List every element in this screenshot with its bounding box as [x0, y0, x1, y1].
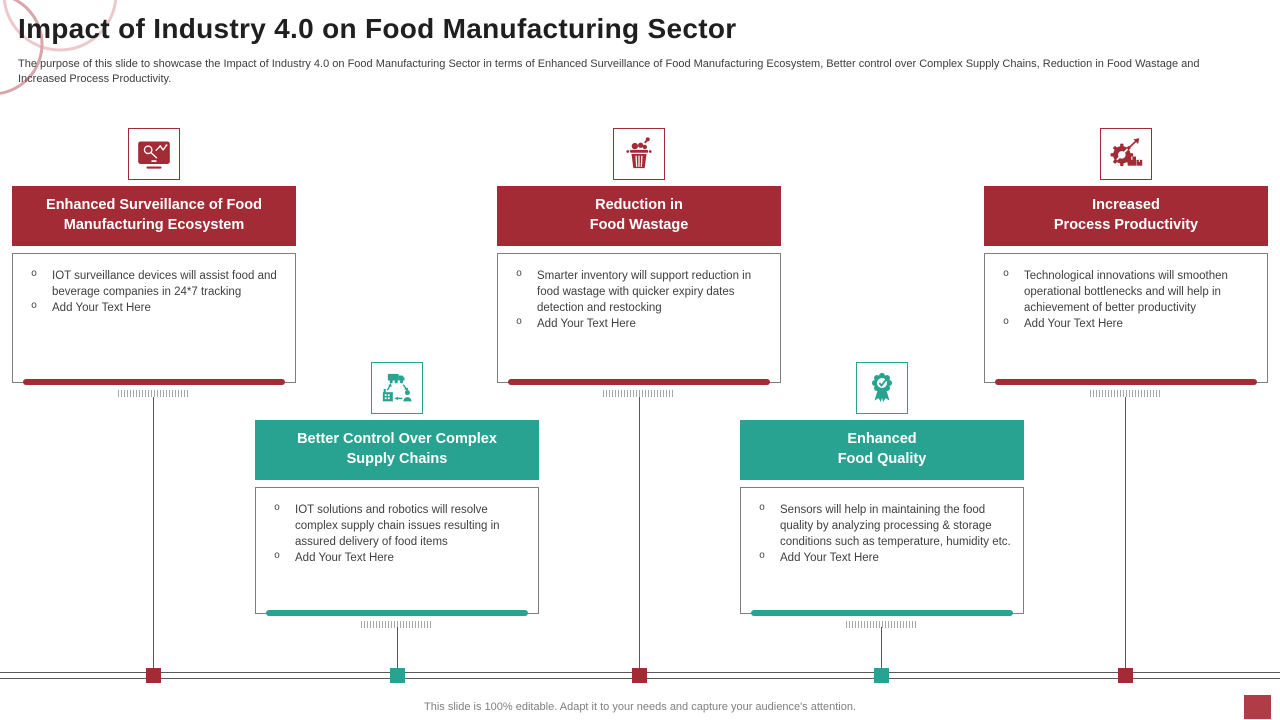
card-heading-line2: Supply Chains: [346, 451, 448, 467]
bullet-marker: o: [274, 551, 281, 563]
card-heading[interactable]: Better Control Over Complex Supply Chain…: [255, 420, 539, 480]
timeline-marker: [632, 668, 647, 683]
footer-note: This slide is 100% editable. Adapt it to…: [424, 701, 856, 713]
bullet-text: Sensors will help in maintaining the foo…: [780, 504, 1011, 549]
supply-chain-icon[interactable]: [371, 362, 423, 414]
corner-accent-square: [1244, 695, 1271, 719]
quality-badge-icon[interactable]: [856, 362, 908, 414]
card-heading[interactable]: Enhanced Surveillance of Food Manufactur…: [12, 186, 296, 246]
bullet-text: Smarter inventory will support reduction…: [537, 270, 752, 315]
card-heading-line2: Food Wastage: [589, 217, 689, 233]
card-body[interactable]: o IOT solutions and robotics will resolv…: [255, 487, 539, 616]
hatch-marks: [118, 390, 190, 397]
card-heading-line1: Increased: [1092, 197, 1160, 214]
food-waste-bin-icon[interactable]: [613, 128, 665, 180]
timeline-marker: [146, 668, 161, 683]
card-heading-line1: Enhanced: [847, 431, 917, 448]
card-better-control-supply-chains[interactable]: Better Control Over Complex Supply Chain…: [255, 362, 539, 628]
bullet-text: Add Your Text Here: [1024, 318, 1123, 331]
bullet-marker: o: [1003, 269, 1010, 280]
productivity-gear-glyph: [1110, 138, 1143, 167]
bullet-marker: o: [1003, 317, 1010, 329]
surveillance-monitor-glyph: [138, 141, 170, 169]
connector-line: [1125, 397, 1126, 673]
connector-line: [639, 397, 640, 673]
bullet-item-placeholder[interactable]: o Add Your Text Here: [506, 316, 770, 332]
page-description: The purpose of this slide to showcase th…: [18, 58, 1200, 86]
hatch-marks: [603, 390, 675, 397]
card-heading-line1: Enhanced Surveillance of Food: [46, 197, 262, 214]
card-enhanced-food-quality[interactable]: Enhanced Food Quality o Sensors will hel…: [740, 362, 1024, 628]
bullet-item: o Smarter inventory will support reducti…: [506, 268, 770, 316]
card-heading[interactable]: Reduction in Food Wastage: [497, 186, 781, 246]
bullet-marker: o: [759, 503, 766, 514]
bullet-item-placeholder[interactable]: o Add Your Text Here: [749, 550, 1013, 566]
card-heading-line1: Better Control Over Complex: [297, 431, 497, 448]
bullet-item: o IOT solutions and robotics will resolv…: [264, 502, 528, 550]
bullet-item: o IOT surveillance devices will assist f…: [21, 268, 285, 300]
accent-underline: [751, 610, 1013, 616]
hatch-marks: [846, 621, 918, 628]
card-reduction-food-wastage[interactable]: Reduction in Food Wastage o Smarter inve…: [497, 128, 781, 397]
bullet-text: Add Your Text Here: [52, 302, 151, 315]
surveillance-monitor-icon[interactable]: [128, 128, 180, 180]
connector-line: [397, 627, 398, 673]
bullet-item: o Technological innovations will smoothe…: [993, 268, 1257, 316]
bullet-marker: o: [31, 269, 38, 280]
bullet-item-placeholder[interactable]: o Add Your Text Here: [21, 300, 285, 316]
bullet-text: Add Your Text Here: [537, 318, 636, 331]
hatch-marks: [361, 621, 433, 628]
card-body[interactable]: o Sensors will help in maintaining the f…: [740, 487, 1024, 616]
accent-underline: [508, 379, 770, 385]
bullet-text: IOT surveillance devices will assist foo…: [52, 270, 277, 299]
food-waste-bin-glyph: [626, 137, 652, 169]
bullet-text: IOT solutions and robotics will resolve …: [295, 504, 500, 549]
card-heading-line2: Process Productivity: [1053, 217, 1199, 233]
card-body[interactable]: o IOT surveillance devices will assist f…: [12, 253, 296, 385]
supply-chain-glyph: [382, 373, 412, 402]
bullet-marker: o: [516, 317, 523, 329]
bullet-marker: o: [516, 269, 523, 280]
accent-underline: [23, 379, 285, 385]
accent-underline: [995, 379, 1257, 385]
card-heading[interactable]: Increased Process Productivity: [984, 186, 1268, 246]
card-body[interactable]: o Smarter inventory will support reducti…: [497, 253, 781, 385]
connector-line: [153, 397, 154, 673]
bullet-item-placeholder[interactable]: o Add Your Text Here: [264, 550, 528, 566]
hatch-marks: [1090, 390, 1162, 397]
timeline-marker: [874, 668, 889, 683]
card-body[interactable]: o Technological innovations will smoothe…: [984, 253, 1268, 385]
bullet-text: Technological innovations will smoothen …: [1024, 270, 1228, 315]
page-title: Impact of Industry 4.0 on Food Manufactu…: [18, 13, 737, 44]
bullet-text: Add Your Text Here: [295, 552, 394, 565]
card-heading-line2: Manufacturing Ecosystem: [63, 217, 245, 233]
card-heading-line1: Reduction in: [595, 197, 683, 214]
card-increased-process-productivity[interactable]: Increased Process Productivity o Technol…: [984, 128, 1268, 397]
connector-line: [881, 627, 882, 673]
timeline-marker: [390, 668, 405, 683]
bullet-item-placeholder[interactable]: o Add Your Text Here: [993, 316, 1257, 332]
bullet-text: Add Your Text Here: [780, 552, 879, 565]
card-enhanced-surveillance[interactable]: Enhanced Surveillance of Food Manufactur…: [12, 128, 296, 397]
accent-underline: [266, 610, 528, 616]
bullet-marker: o: [31, 301, 38, 313]
quality-badge-glyph: [871, 372, 893, 403]
timeline-marker: [1118, 668, 1133, 683]
bullet-marker: o: [759, 551, 766, 563]
bullet-marker: o: [274, 503, 281, 514]
productivity-gear-icon[interactable]: [1100, 128, 1152, 180]
bullet-item: o Sensors will help in maintaining the f…: [749, 502, 1013, 550]
card-heading[interactable]: Enhanced Food Quality: [740, 420, 1024, 480]
card-heading-line2: Food Quality: [837, 451, 927, 467]
